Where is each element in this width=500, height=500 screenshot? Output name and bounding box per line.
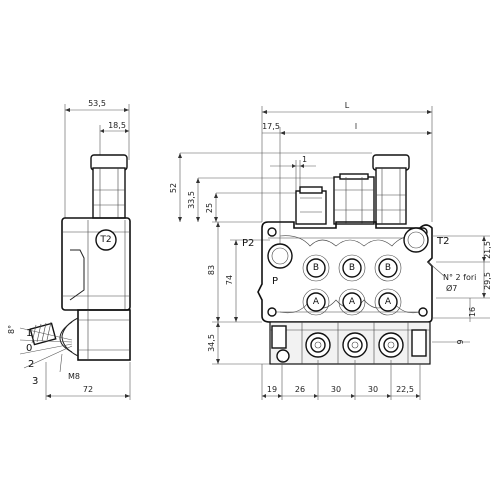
port-b-2: B	[349, 263, 355, 273]
dim-inner-length: l	[355, 122, 357, 131]
position-label-0: 0	[26, 343, 32, 354]
dim-height-25: 25	[205, 203, 214, 213]
dim-height-83: 83	[207, 265, 216, 275]
a-ports: A A A	[302, 288, 402, 316]
port-a-2: A	[349, 297, 356, 307]
dim-bottom-19: 19	[267, 385, 277, 394]
dim-right-21: 21,5	[483, 241, 492, 259]
thread-label: M8	[68, 372, 80, 381]
dim-offset-left: 17,5	[262, 122, 280, 131]
dim-height-74: 74	[225, 275, 234, 285]
dim-offset-small: 1	[302, 155, 307, 164]
side-port-t2: T2	[99, 235, 111, 245]
dim-height-33: 33,5	[187, 191, 196, 209]
position-label-1: 1	[26, 328, 32, 339]
port-b-1: B	[313, 263, 319, 273]
dim-overall-length: L	[345, 101, 350, 110]
dim-right-16: 16	[468, 307, 477, 317]
position-label-3: 3	[32, 376, 38, 387]
spool-caps	[269, 321, 431, 365]
dim-side-width-top: 53,5	[88, 99, 106, 108]
lever-mechanism	[19, 317, 79, 369]
port-label-p: P	[272, 276, 278, 287]
angle-label: 8°	[7, 325, 16, 334]
port-label-p2: P2	[242, 238, 254, 249]
port-a-1: A	[313, 297, 320, 307]
actuator-caps	[295, 154, 410, 225]
port-label-t2: T2	[436, 236, 449, 247]
holes-note-diameter: Ø7	[446, 283, 457, 293]
dim-bottom-22: 22,5	[396, 385, 414, 394]
dim-bottom-26: 26	[295, 385, 305, 394]
front-view: L l 17,5 1 52 33,5 25	[169, 101, 492, 400]
dim-side-width-small: 18,5	[108, 121, 126, 130]
port-a-3: A	[385, 297, 392, 307]
port-b-3: B	[385, 263, 391, 273]
dim-height-34: 34,5	[207, 334, 216, 352]
holes-note-count: N° 2 fori	[443, 273, 476, 282]
dim-bottom-30b: 30	[368, 385, 378, 394]
dim-bottom-30a: 30	[331, 385, 341, 394]
dim-side-width-bottom: 72	[83, 385, 93, 394]
position-label-2: 2	[28, 359, 34, 370]
dim-right-9: 9	[456, 339, 465, 344]
side-view: 53,5 18,5 T2	[7, 99, 131, 400]
dim-height-52: 52	[169, 183, 178, 193]
valve-body	[257, 221, 433, 323]
dim-right-29: 29,5	[483, 272, 492, 290]
b-ports: B B B	[302, 254, 402, 282]
